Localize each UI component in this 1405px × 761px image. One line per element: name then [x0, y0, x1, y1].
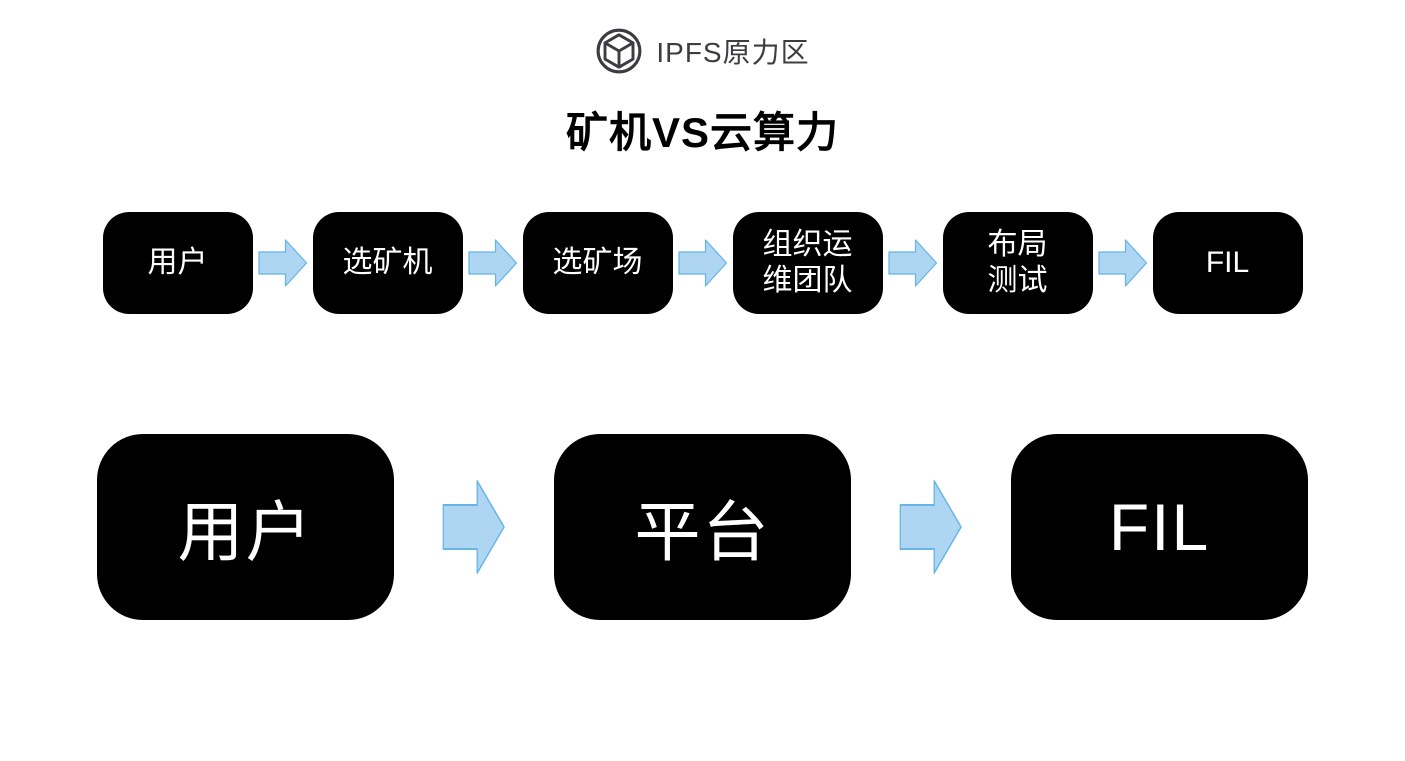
flow-node-fil-large: FIL — [1011, 434, 1308, 620]
cube-in-circle-icon — [596, 28, 642, 74]
slide: IPFS原力区 矿机VS云算力 用户 选矿机 选矿场 组织运 维团队 布局 测试… — [0, 27, 1405, 761]
brand-header: IPFS原力区 — [0, 27, 1405, 75]
brand-name: IPFS原力区 — [656, 37, 810, 68]
bottom-flow-diagram: 用户 平台 FIL — [0, 434, 1405, 620]
flow-node-fil: FIL — [1152, 212, 1303, 314]
flow-node-choose-farm: 选矿场 — [522, 212, 673, 314]
flow-node-ops-team: 组织运 维团队 — [732, 212, 883, 314]
flow-node-platform-large: 平台 — [554, 434, 851, 620]
flow-node-user: 用户 — [102, 212, 253, 314]
flow-node-deploy-test: 布局 测试 — [942, 212, 1093, 314]
arrow-right-icon — [467, 239, 517, 287]
arrow-right-icon — [677, 239, 727, 287]
arrow-right-icon — [899, 480, 962, 574]
page-title: 矿机VS云算力 — [565, 109, 840, 156]
arrow-right-icon — [257, 239, 307, 287]
arrow-right-icon — [887, 239, 937, 287]
flow-node-choose-miner: 选矿机 — [312, 212, 463, 314]
arrow-right-icon — [1097, 239, 1147, 287]
arrow-right-icon — [442, 480, 505, 574]
top-flow-diagram: 用户 选矿机 选矿场 组织运 维团队 布局 测试 FIL — [0, 212, 1405, 314]
flow-node-user-large: 用户 — [97, 434, 394, 620]
